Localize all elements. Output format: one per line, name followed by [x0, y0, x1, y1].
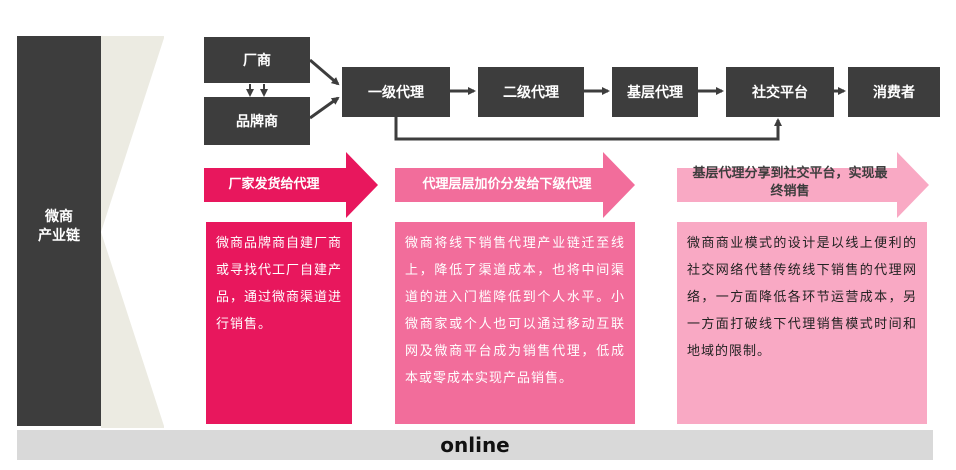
level1-agent-label: 一级代理 — [368, 85, 424, 101]
level2-agent-label: 二级代理 — [503, 85, 559, 101]
brand-owner-label: 品牌商 — [236, 114, 278, 130]
industry-chain-label: 微商 产业链 — [38, 209, 80, 244]
brand-owner-box: 品牌商 — [204, 97, 310, 145]
stage1-arrow — [204, 152, 378, 218]
stage3-arrow — [677, 152, 929, 218]
industry-chain-label-bar: 微商 产业链 — [17, 36, 101, 426]
stage3-description: 微商商业模式的设计是以线上便利的社交网络代替传统线下销售的代理网络，一方面降低各… — [677, 222, 927, 424]
consumer-label: 消费者 — [873, 85, 915, 101]
manufacturer-box: 厂商 — [204, 37, 310, 83]
stage2-description: 微商将线下销售代理产业链迁至线上，降低了渠道成本，也将中间渠道的进入门槛降低到个… — [395, 222, 635, 424]
social-platform-box: 社交平台 — [726, 67, 834, 117]
level2-agent-box: 二级代理 — [478, 67, 584, 117]
stage3-title: 基层代理分享到社交平台，实现最终销售 — [692, 166, 888, 199]
manufacturer-label: 厂商 — [243, 53, 271, 69]
bracket-shape — [101, 36, 164, 428]
stage2-arrow — [395, 152, 635, 218]
stage2-title: 代理层层加价分发给下级代理 — [422, 177, 592, 192]
online-bar: online — [17, 430, 933, 460]
online-label: online — [440, 433, 510, 457]
consumer-box: 消费者 — [848, 67, 940, 117]
stage1-title: 厂家发货给代理 — [228, 177, 320, 192]
base-agent-box: 基层代理 — [612, 67, 698, 117]
base-agent-label: 基层代理 — [627, 85, 683, 101]
level1-agent-box: 一级代理 — [342, 67, 450, 117]
social-platform-label: 社交平台 — [752, 85, 808, 101]
stage1-description: 微商品牌商自建厂商或寻找代工厂自建产品，通过微商渠道进行销售。 — [206, 222, 352, 424]
